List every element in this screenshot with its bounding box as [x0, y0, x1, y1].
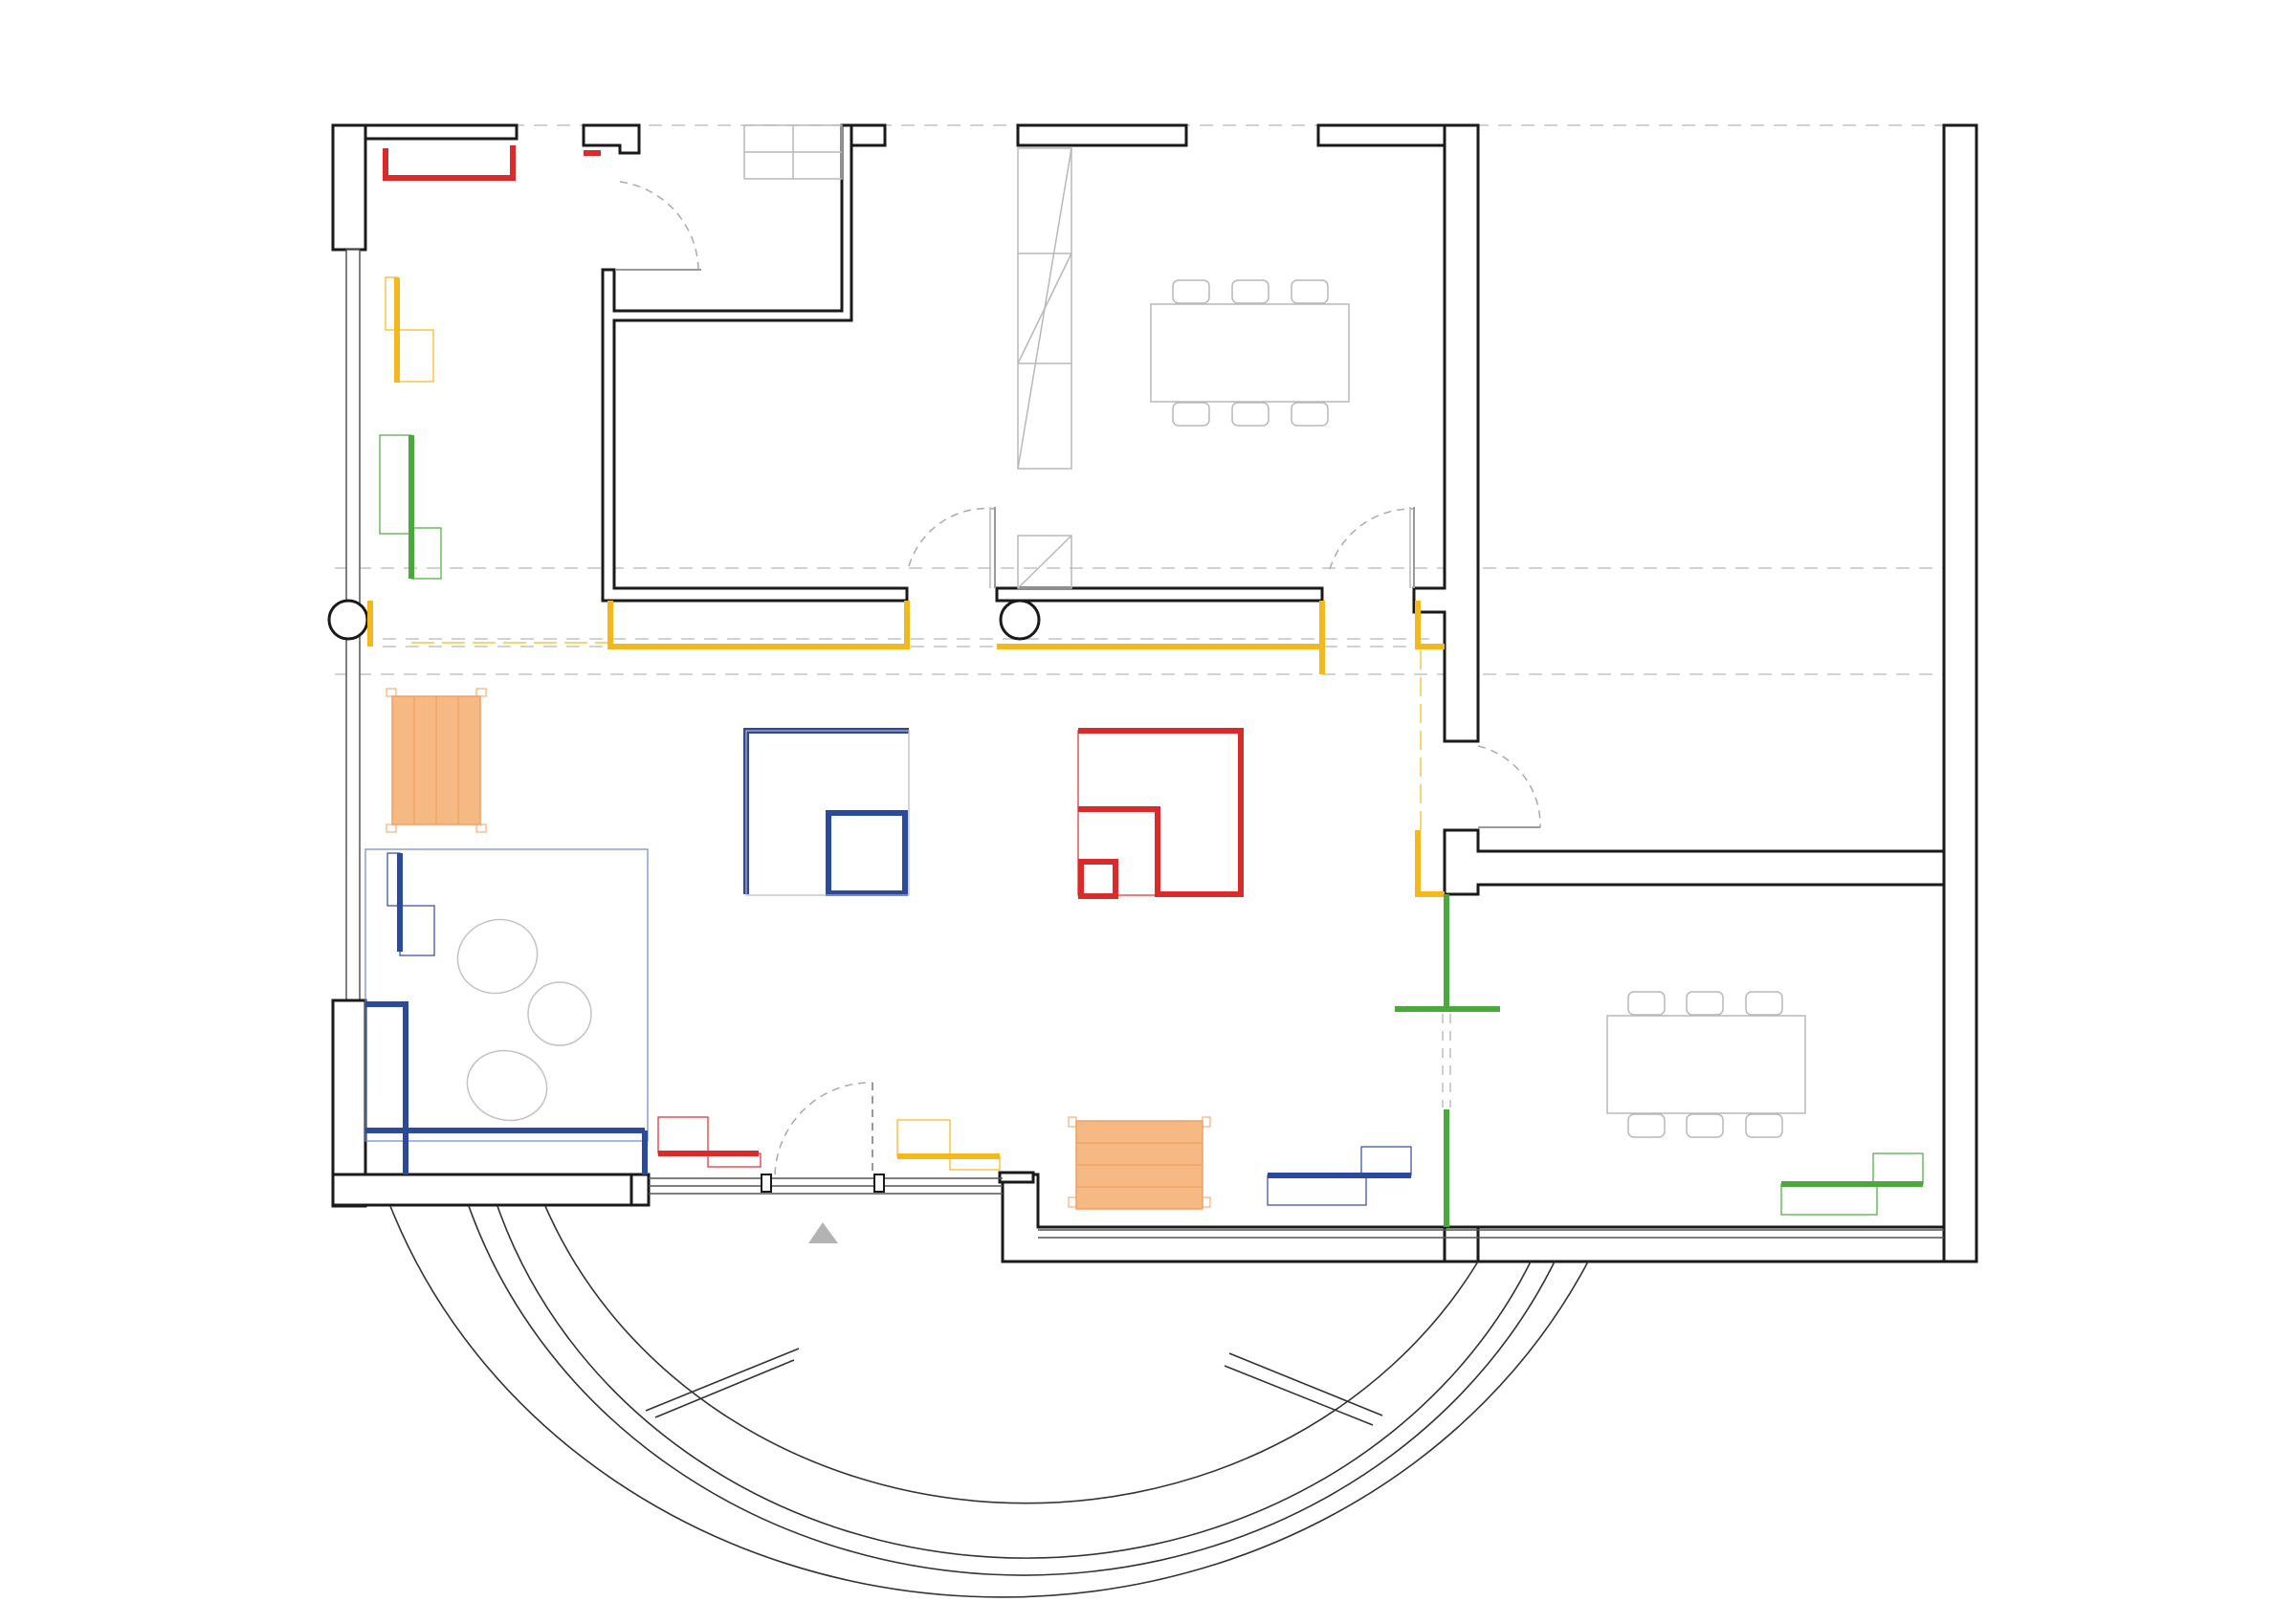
kitchen-built-ins: [743, 124, 1411, 589]
green-thin-outlines: [379, 434, 1924, 1216]
yellow-dining-front: [997, 644, 1325, 674]
column-left: [327, 599, 369, 641]
door-swings: [619, 181, 1541, 1175]
door-swing-top: [619, 181, 699, 271]
lounge-chair: [456, 918, 539, 995]
blue-corner: [365, 1001, 408, 1174]
wall-corridor-mid: [995, 586, 1324, 603]
wall-stub-entrance: [629, 1173, 651, 1207]
curved-terrace: [389, 1205, 1589, 1598]
yellow-right-corner: [1415, 601, 1445, 649]
dining-table-bottom: [1606, 991, 1806, 1138]
column-center: [999, 599, 1041, 641]
wall-far-right: [1942, 123, 1978, 1263]
wall-top-small: [582, 123, 641, 155]
yellow-right-lower: [1415, 830, 1445, 897]
lounge-rug: [364, 848, 649, 1142]
chair-set: [1627, 991, 1783, 1138]
chair-set: [1172, 279, 1329, 427]
door-post-left: [761, 1174, 772, 1193]
lounge-chair: [466, 1049, 548, 1122]
green-divider-gap: [1442, 1014, 1451, 1108]
door-swing-corridor-2: [1329, 508, 1415, 570]
red-thin-outlines: [657, 730, 1242, 1168]
wall-bottom-left: [331, 1173, 651, 1207]
door-post-right: [873, 1174, 885, 1193]
table: [1606, 1015, 1806, 1114]
wall-top-kitchen: [1016, 123, 1188, 147]
wall-column-bottom: [1443, 1225, 1480, 1263]
entrance-threshold: [649, 1177, 1944, 1239]
bench-bottom: [1068, 1116, 1211, 1210]
wall-pier-entrance: [998, 1171, 1035, 1184]
wall-right-room-top: [1443, 828, 1946, 896]
lounge-furniture: [456, 918, 592, 1122]
door-swing-right: [1477, 745, 1541, 828]
round-table: [527, 981, 592, 1046]
red-square-outer: [1078, 728, 1244, 897]
yellow-kitchen-front: [607, 601, 910, 649]
wall-central-l: [601, 123, 909, 603]
entrance-triangle-icon: [808, 1222, 838, 1243]
door-swing-corridor-1: [908, 507, 996, 567]
blue-thin-outlines: [386, 730, 1412, 1206]
yellow-thin-outlines: [385, 276, 1422, 1171]
wall-left-upper: [331, 123, 367, 252]
table: [1150, 303, 1350, 403]
wall-right-vertical: [1412, 123, 1480, 743]
dining-table-top: [1150, 279, 1350, 427]
wall-top-left: [364, 123, 519, 141]
red-square-inner: [1078, 859, 1118, 899]
red-wall-top: [383, 145, 516, 181]
blue-square-inner: [826, 810, 908, 896]
door-swing-entrance: [774, 1082, 873, 1175]
bench-left: [386, 688, 487, 833]
door-leaves: [615, 269, 1540, 1174]
wall-bottom-right: [1001, 1173, 1946, 1263]
